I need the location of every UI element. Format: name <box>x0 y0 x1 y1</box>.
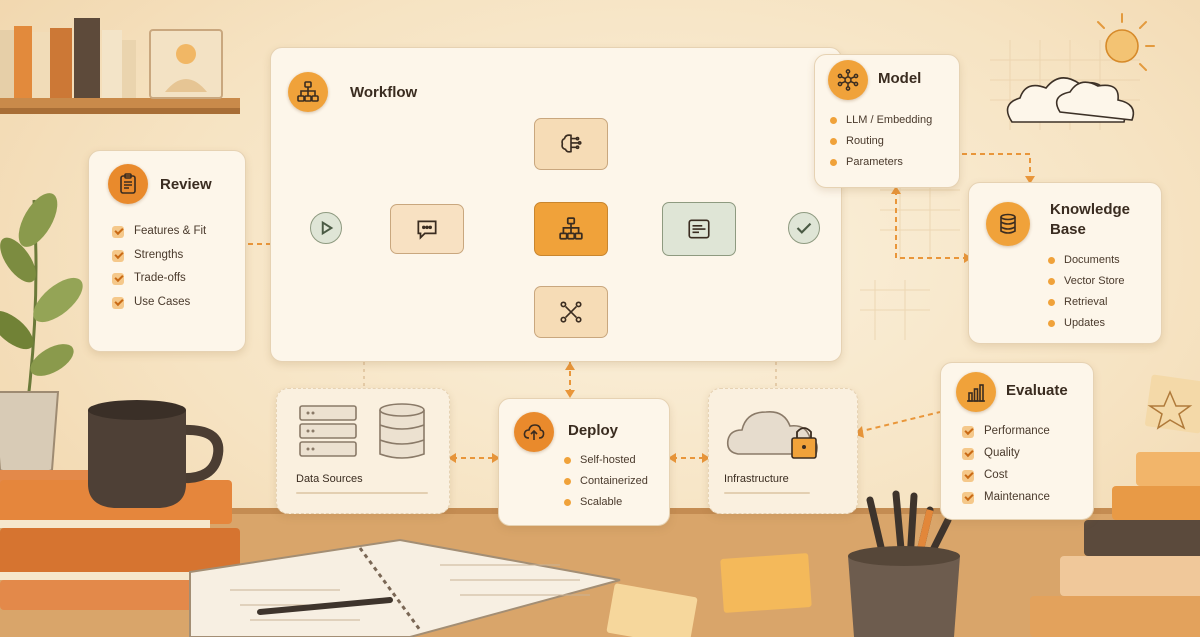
database-icon <box>1000 213 1016 234</box>
connector-model-kb <box>962 153 1031 178</box>
brain-circuit-icon <box>561 134 582 153</box>
nodes-node[interactable] <box>534 286 608 338</box>
list-item: Self-hosted <box>560 450 648 471</box>
network-nodes-icon <box>560 301 582 323</box>
list-item: Vector Store <box>1044 271 1125 292</box>
list-item: Cost <box>960 464 1050 486</box>
network-brain-icon <box>837 69 859 91</box>
infrastructure-label: Infrastructure <box>724 473 789 485</box>
play-icon <box>321 220 334 236</box>
deploy-title: Deploy <box>568 422 619 439</box>
list-item: Routing <box>826 131 932 152</box>
workflow-badge <box>288 72 328 112</box>
connector-model-kb-2 <box>895 190 966 259</box>
model-list: LLM / Embedding Routing Parameters <box>826 110 932 173</box>
brain-node[interactable] <box>534 118 608 170</box>
list-item: Features & Fit <box>110 220 206 244</box>
knowledge-base-title-line2: Base <box>1050 221 1086 238</box>
knowledge-base-badge <box>986 202 1030 246</box>
knowledge-base-title-line1: Knowledge <box>1050 201 1131 218</box>
model-card[interactable] <box>814 54 960 188</box>
list-item: Strengths <box>110 244 206 268</box>
bookshelf <box>0 18 240 114</box>
coffee-mug <box>88 400 224 508</box>
end-node[interactable] <box>788 212 820 244</box>
start-node[interactable] <box>310 212 342 244</box>
list-item: Documents <box>1044 250 1125 271</box>
review-list: Features & Fit Strengths Trade-offs Use … <box>110 220 206 314</box>
potted-plant <box>0 193 83 476</box>
flowchart-icon <box>559 217 583 240</box>
list-item: Parameters <box>826 152 932 173</box>
chat-bubble-icon <box>417 220 437 240</box>
list-item: Scalable <box>560 492 648 513</box>
database-icon <box>379 403 425 459</box>
flowchart-icon <box>297 81 319 102</box>
list-item: Maintenance <box>960 486 1050 508</box>
list-item: LLM / Embedding <box>826 110 932 131</box>
clipboard-icon <box>120 173 136 194</box>
server-stack-icon <box>299 405 357 457</box>
knowledge-base-list: Documents Vector Store Retrieval Updates <box>1044 250 1125 334</box>
evaluate-list: Performance Quality Cost Maintenance <box>960 420 1050 508</box>
model-badge <box>828 60 868 100</box>
deploy-list: Self-hosted Containerized Scalable <box>560 450 648 513</box>
list-item: Trade-offs <box>110 267 206 291</box>
review-badge <box>108 164 148 204</box>
notebook <box>189 538 621 637</box>
book-stack-right <box>1030 452 1200 637</box>
document-list-icon <box>688 219 710 239</box>
divider <box>724 492 810 494</box>
cloud-upload-icon <box>523 424 545 440</box>
divider <box>296 492 428 494</box>
cloud-lock-icon <box>726 410 818 459</box>
connector-infrastructure-evaluate <box>857 411 941 433</box>
review-title: Review <box>160 176 212 193</box>
list-item: Retrieval <box>1044 292 1125 313</box>
bar-chart-icon <box>967 384 985 402</box>
list-item: Use Cases <box>110 291 206 315</box>
hub-node[interactable] <box>534 202 608 256</box>
deploy-badge <box>514 412 554 452</box>
list-item: Quality <box>960 442 1050 464</box>
evaluate-title: Evaluate <box>1006 382 1068 399</box>
list-item: Updates <box>1044 313 1125 334</box>
document-node[interactable] <box>662 202 736 256</box>
evaluate-badge <box>956 372 996 412</box>
pencil-cup <box>848 490 960 637</box>
check-icon <box>796 222 812 234</box>
model-title: Model <box>878 70 922 87</box>
data-sources-label: Data Sources <box>296 473 363 485</box>
list-item: Performance <box>960 420 1050 442</box>
chat-node[interactable] <box>390 204 464 254</box>
list-item: Containerized <box>560 471 648 492</box>
workflow-title: Workflow <box>350 84 418 101</box>
